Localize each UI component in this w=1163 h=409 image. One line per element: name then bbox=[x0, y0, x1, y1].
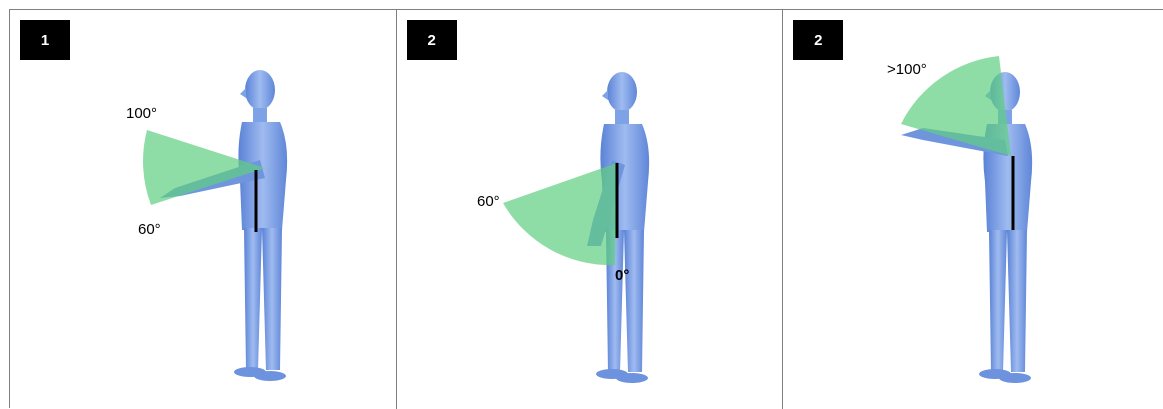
angle-label-upper: >100° bbox=[887, 61, 927, 78]
panel-1: 100° 60° 1 bbox=[10, 10, 397, 409]
figure-grid: 100° 60° 1 60° 0° 2 bbox=[9, 9, 1163, 408]
step-badge: 2 bbox=[407, 20, 457, 60]
angle-label-lower: 60° bbox=[138, 221, 161, 238]
shoulder-flexion-figure-1: 100° 60° bbox=[10, 10, 397, 409]
angle-label-lower: 0° bbox=[615, 267, 629, 284]
human-figure bbox=[234, 70, 287, 381]
panel-3: >100° 2 bbox=[783, 10, 1163, 409]
panel-2: 60° 0° 2 bbox=[397, 10, 784, 409]
step-badge: 2 bbox=[793, 20, 843, 60]
angle-label-upper: 100° bbox=[126, 105, 157, 122]
shoulder-flexion-figure-2: 60° 0° bbox=[397, 10, 784, 409]
step-badge: 1 bbox=[20, 20, 70, 60]
angle-label-upper: 60° bbox=[477, 193, 500, 210]
shoulder-flexion-figure-3: >100° bbox=[783, 10, 1163, 409]
range-sector bbox=[503, 163, 617, 265]
